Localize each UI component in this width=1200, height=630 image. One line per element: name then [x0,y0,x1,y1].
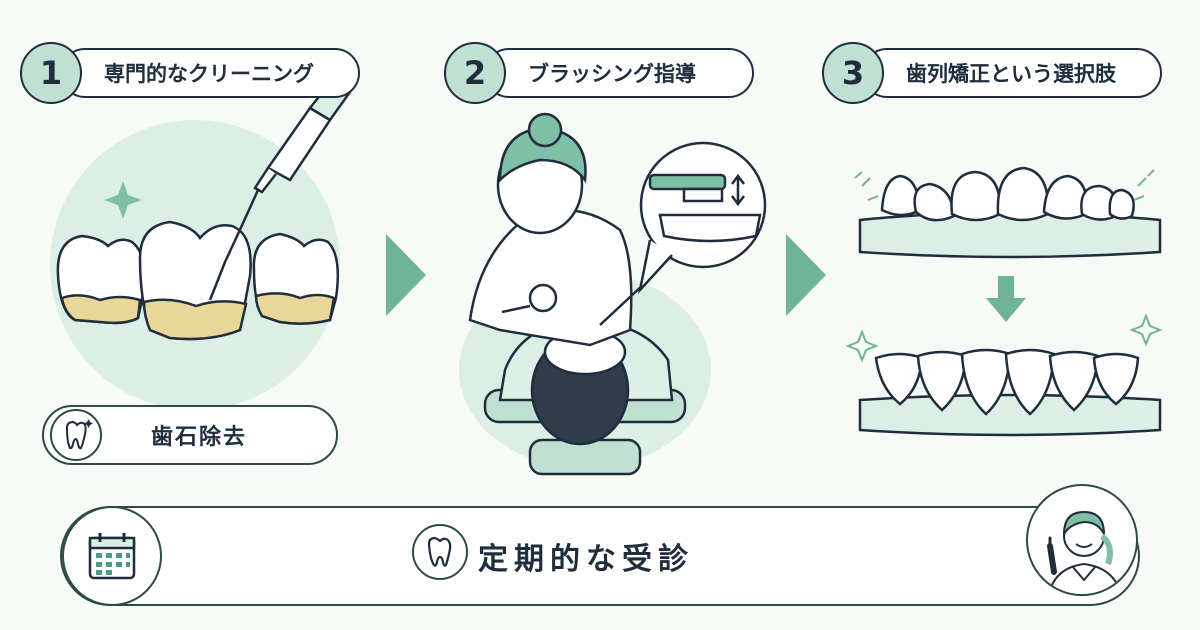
step-1-number: 1 [20,42,82,104]
calendar-circle [62,506,162,606]
crooked-teeth [858,166,1162,259]
teeth-with-tartar [56,220,339,341]
flow-arrow-1 [386,234,426,316]
sparkle-icon [1129,313,1163,347]
sparkle-icon [845,329,879,363]
flow-arrow-2 [786,234,826,316]
down-arrow [986,276,1026,322]
tartar-removal-label: 歯石除去 [42,405,338,465]
step-2-number: 2 [444,42,506,104]
step-3-label: 歯列矯正という選択肢 [862,48,1162,98]
dentist-pointing-illustration [1026,484,1138,596]
sparkle-icon [104,181,142,219]
regular-checkup-bar [60,506,1140,606]
step-2-label: ブラッシング指導 [484,48,754,98]
tooth-icon [427,536,452,567]
tooth-circle [412,524,468,580]
tartar-removal-text: 歯石除去 [150,425,247,450]
step-1-label: 専門的なクリーニング [60,48,360,98]
dentist-and-patient [468,112,687,476]
brushing-bubble [637,141,767,295]
calendar-icon [88,533,136,580]
straight-teeth [858,348,1162,437]
regular-checkup-text: 定期的な受診 [478,542,694,577]
step-3-number: 3 [822,42,884,104]
tooth-sparkle-icon [50,409,102,461]
emphasis-lines [854,169,1155,201]
